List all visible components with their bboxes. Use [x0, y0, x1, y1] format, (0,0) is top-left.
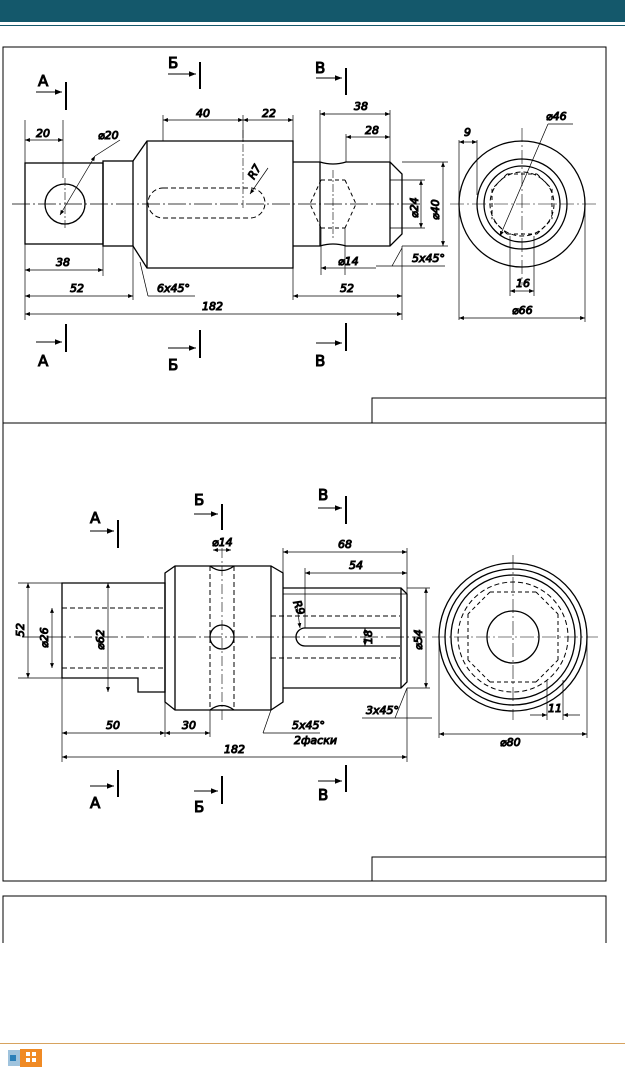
dim2-2fasks: 2фаски: [294, 734, 337, 747]
dim2-dia26: ⌀26: [38, 627, 51, 648]
dim-182: 182: [202, 300, 223, 313]
dim2-50: 50: [106, 719, 120, 732]
dim2-r9: R9: [290, 599, 307, 617]
shaft-outline-2: [61, 565, 408, 711]
drawing-frame-2: [2, 422, 607, 882]
dim-38-top: 38: [354, 100, 368, 113]
dim2-18: 18: [362, 630, 375, 644]
section-label-a-top-2: А: [90, 509, 101, 527]
shaft-outline: [24, 140, 403, 269]
keyway-slot-2: [295, 627, 400, 647]
section-label-v-top-2: В: [318, 486, 328, 504]
section-markers-1: [36, 62, 347, 358]
dimension-lines-1: [24, 110, 448, 320]
dim-dia46: ⌀46: [546, 110, 567, 123]
dim2-54: 54: [349, 559, 363, 572]
dim-9: 9: [464, 126, 471, 139]
dim2-dia54: ⌀54: [412, 629, 425, 650]
dim-22: 22: [262, 107, 276, 120]
section-label-v-top: В: [315, 59, 325, 77]
header-divider: [0, 25, 625, 26]
dim2-68: 68: [338, 538, 352, 551]
end-view-2: [432, 555, 598, 738]
title-block-1: [371, 397, 607, 424]
dim2-chamfer-3: 3x45°: [366, 704, 399, 717]
dim-dia14: ⌀14: [338, 255, 359, 268]
drawing-frame-3: [2, 895, 607, 943]
dim-52-right: 52: [340, 282, 354, 295]
section-markers-2: [90, 496, 347, 804]
dim-dia24: ⌀24: [408, 197, 421, 218]
dim-38-bottom: 38: [56, 256, 70, 269]
dim2-52: 52: [14, 623, 27, 637]
dim-20: 20: [36, 127, 50, 140]
dim-16: 16: [516, 277, 530, 290]
keyway-slot: [147, 187, 266, 219]
section-label-b-top-2: Б: [194, 491, 204, 509]
footer-divider: [0, 1043, 625, 1044]
publisher-logo-icon: [8, 1049, 42, 1067]
end-view-1: [450, 123, 598, 322]
header-bar: [0, 0, 625, 22]
dim2-dia62: ⌀62: [94, 629, 107, 650]
drawing-1: А Б В А Б В 20 ⌀20 40 22 38 28 R7 ⌀24 ⌀4…: [12, 54, 598, 375]
dim2-182: 182: [224, 743, 245, 756]
dim-r7: R7: [245, 162, 264, 181]
section-label-a-bottom-2: А: [90, 794, 101, 812]
dim-chamfer-5: 5x45°: [412, 252, 445, 265]
dim2-dia80: ⌀80: [500, 736, 521, 749]
dim-40: 40: [196, 107, 210, 120]
dim-dia40: ⌀40: [429, 199, 442, 220]
dim-52-left: 52: [70, 282, 84, 295]
section-label-v-bottom-2: В: [318, 786, 328, 804]
drawing-2: А Б В А Б В ⌀14 68 54 R9 52 ⌀26 ⌀62 18 ⌀…: [14, 486, 598, 817]
dim-28: 28: [365, 124, 379, 137]
dim2-11: 11: [548, 702, 562, 715]
section-label-a-bottom: А: [38, 352, 49, 370]
dim-dia20: ⌀20: [98, 129, 119, 142]
dim2-chamfer-5: 5x45°: [292, 719, 325, 732]
dim2-dia14: ⌀14: [212, 536, 233, 549]
dim-dia66: ⌀66: [512, 304, 533, 317]
dim-chamfer-6: 6x45°: [157, 282, 190, 295]
section-label-b-top: Б: [168, 54, 178, 72]
section-label-a-top: А: [38, 72, 49, 90]
section-label-b-bottom: Б: [168, 356, 178, 374]
section-label-b-bottom-2: Б: [194, 798, 204, 816]
section-label-v-bottom: В: [315, 352, 325, 370]
title-block-2: [371, 856, 607, 882]
dimension-lines-2: [18, 548, 432, 762]
dim2-30: 30: [182, 719, 196, 732]
